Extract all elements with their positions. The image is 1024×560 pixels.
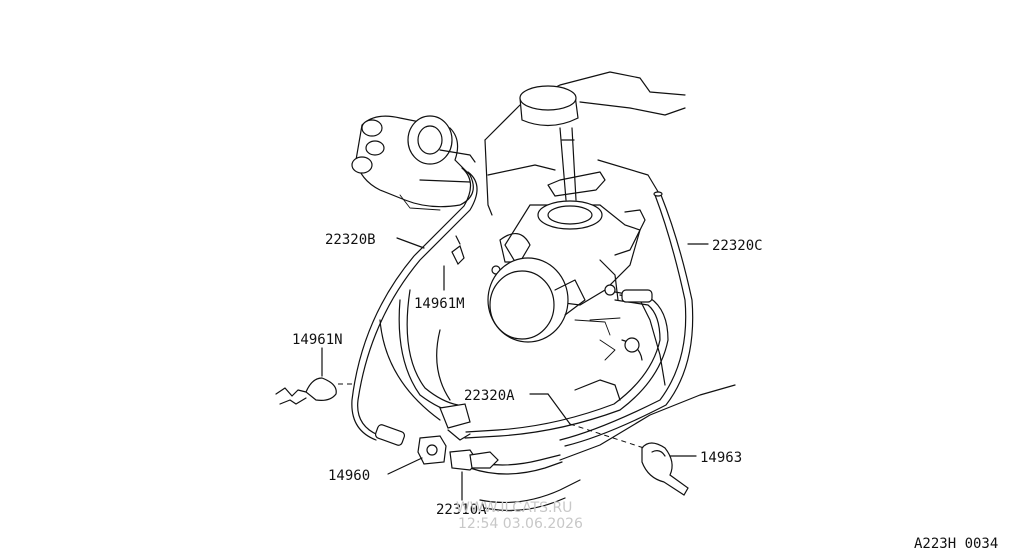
label-14963: 14963 xyxy=(700,450,742,466)
label-14961N: 14961N xyxy=(292,332,343,348)
label-22320C: 22320C xyxy=(712,238,763,254)
oil-filler-cap xyxy=(519,85,606,201)
watermark-site: WWW.ILCATS.RU xyxy=(456,500,572,516)
hose-22320B xyxy=(351,167,478,446)
carburetor xyxy=(487,200,646,343)
label-14960: 14960 xyxy=(328,468,370,484)
hose-22320A xyxy=(464,289,669,439)
fitting-22310A xyxy=(449,449,499,471)
clamp-14963 xyxy=(641,442,689,496)
label-22320B: 22320B xyxy=(325,232,376,248)
label-22320A: 22320A xyxy=(464,388,515,404)
label-22310A: 22310A xyxy=(436,502,487,518)
hose-22320C xyxy=(559,191,694,447)
watermark-timestamp: 12:54 03.06.2026 xyxy=(458,516,583,532)
label-14961M: 14961M xyxy=(414,296,465,312)
diagram-code: A223H 0034 xyxy=(914,536,998,552)
tee-connector xyxy=(439,403,471,441)
distributor xyxy=(351,115,476,211)
leader-lines xyxy=(321,237,709,501)
clip-14961M xyxy=(451,235,465,266)
clip-14961N xyxy=(275,377,337,405)
hoses-lower xyxy=(379,289,581,512)
fitting-14960 xyxy=(417,435,447,465)
